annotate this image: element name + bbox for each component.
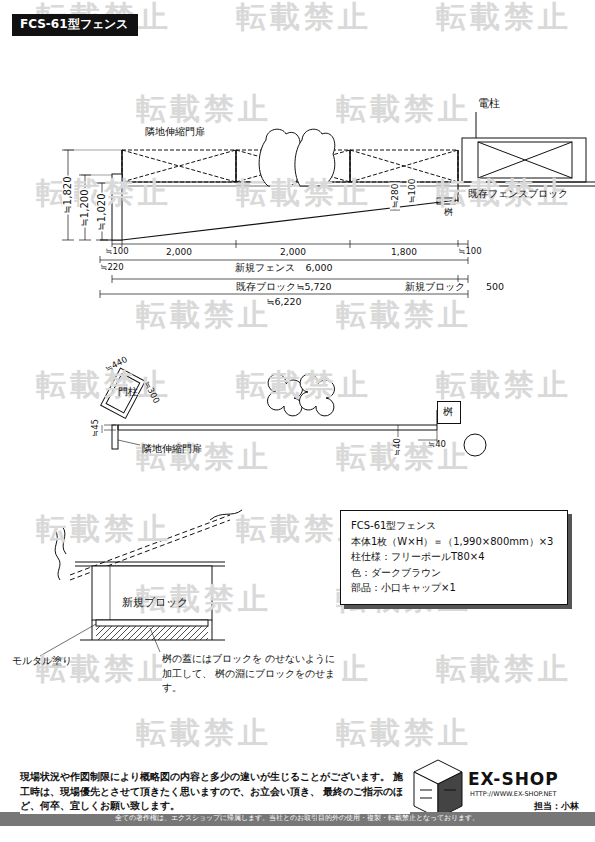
- annotation: 門柱: [118, 386, 138, 398]
- annotation: 既存フェンスブロック: [468, 188, 568, 200]
- annotation: 桝: [444, 207, 453, 217]
- annotation: EX-SHOP: [468, 770, 559, 790]
- dimension-text: 1,800: [389, 247, 419, 257]
- dimension-text: ≒100: [456, 247, 483, 257]
- watermark: 転載禁止: [236, 0, 372, 35]
- dimension-text: 既存ブロック≒5,720: [234, 282, 333, 293]
- node-text: 部品：小口キャップ×1: [351, 580, 557, 596]
- watermark: 転載禁止: [436, 652, 572, 687]
- watermark: 転載禁止: [236, 176, 372, 211]
- watermark: 転載禁止: [436, 0, 572, 35]
- annotation: HTTP://WWW.EX-SHOP.NET: [470, 791, 556, 798]
- catch-basin-box: 桝: [437, 401, 461, 424]
- dimension-text: ≒1,020: [96, 192, 108, 231]
- dimension-text: ≒40: [428, 440, 446, 450]
- dimension-text: ≒100: [103, 247, 130, 257]
- spec-box: FCS-61型フェンス本体1枚（W×H）＝（1,990×800mm）×3柱仕様：…: [340, 510, 568, 605]
- watermark: 転載禁止: [436, 368, 572, 403]
- dimension-text: 2,000: [278, 247, 308, 257]
- watermark: 転載禁止: [336, 440, 472, 475]
- dimension-text: ≒100: [407, 178, 417, 205]
- annotation: 桝の蓋にはブロックを のせないように加工して、 桝の淵にブロックをのせます。: [162, 652, 342, 696]
- node-text: 桝: [443, 405, 455, 419]
- watermark: 転載禁止: [136, 92, 272, 127]
- watermark: 転載禁止: [336, 716, 472, 751]
- dimension-text: ≒220: [98, 263, 125, 273]
- node-text: FCS-61型フェンス: [20, 16, 130, 33]
- title-box: FCS-61型フェンス: [12, 14, 138, 36]
- watermark: 転載禁止: [136, 716, 272, 751]
- node-text: 柱仕様：フリーポールT80×4: [351, 549, 557, 565]
- node-text: 本体1枚（W×H）＝（1,990×800mm）×3: [351, 534, 557, 550]
- annotation: モルタル塗り: [12, 655, 72, 667]
- annotation: 電柱: [478, 98, 500, 111]
- dimension-text: ≒1,200: [79, 188, 91, 227]
- annotation: 隣地伸縮門扉: [142, 443, 202, 455]
- dimension-text: 新規フェンス 6,000: [233, 263, 334, 274]
- dimension-text: ≒45: [91, 418, 101, 438]
- node-text: 色：ダークブラウン: [351, 565, 557, 581]
- dimension-text: ≒6,220: [264, 297, 303, 308]
- watermark: 転載禁止: [336, 92, 472, 127]
- dimension-text: 500: [484, 282, 506, 293]
- annotation: 新規ブロック: [122, 597, 188, 610]
- dimension-text: ≒40: [393, 437, 403, 457]
- annotation: 隣地伸縮門扉: [145, 126, 205, 138]
- annotation: 新規ブロック: [403, 282, 467, 293]
- watermark: 転載禁止: [236, 368, 372, 403]
- watermark: 転載禁止: [36, 512, 172, 547]
- annotation: 全ての著作権は、エクスショップに帰属します。当社とのお取引目的外の使用・複製・転…: [113, 814, 481, 822]
- annotation: 担当：小林: [534, 801, 579, 811]
- watermark: 転載禁止: [336, 298, 472, 333]
- annotation: 現場状況や作図制限により概略図の内容と多少の違いが生じることがございます。 施工…: [20, 770, 410, 814]
- node-text: FCS-61型フェンス: [351, 518, 557, 534]
- dimension-text: ≒1,820: [62, 175, 74, 214]
- watermark: 転載禁止: [136, 298, 272, 333]
- dimension-text: 2,000: [164, 247, 194, 257]
- dimension-text: ≒280: [390, 183, 400, 210]
